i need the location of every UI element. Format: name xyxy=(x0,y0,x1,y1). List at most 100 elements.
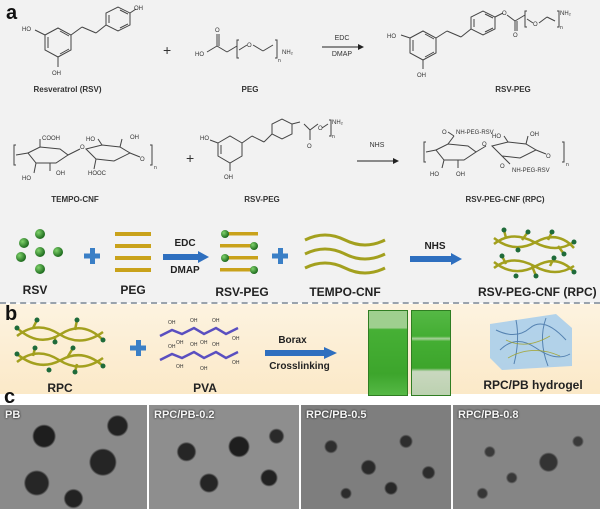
svg-text:OH: OH xyxy=(190,342,198,348)
tempo-cnf-label: TEMPO-CNF xyxy=(51,195,99,204)
svg-text:OH: OH xyxy=(130,135,139,141)
schematic-dmap-label: DMAP xyxy=(170,265,200,276)
rsv-peg-structure: HO OH O O O n NH₂ xyxy=(387,10,572,79)
svg-text:OH: OH xyxy=(52,71,61,77)
vial-photo-right xyxy=(411,310,451,396)
panel-label-b: b xyxy=(5,303,18,325)
svg-text:OH: OH xyxy=(212,342,220,348)
rsv-peg-label: RSV-PEG xyxy=(495,85,531,94)
svg-text:O: O xyxy=(513,33,518,39)
svg-text:NH-PEG-RSV: NH-PEG-RSV xyxy=(512,168,550,174)
schematic-nhs-label: NHS xyxy=(424,241,446,252)
svg-text:OH: OH xyxy=(176,364,184,370)
svg-text:OH: OH xyxy=(134,6,143,12)
schematic-rpc-label: RSV-PEG-CNF (RPC) xyxy=(478,285,597,299)
svg-text:OH: OH xyxy=(190,318,198,324)
svg-text:COOH: COOH xyxy=(42,136,60,142)
svg-text:OH: OH xyxy=(530,132,539,138)
sem-label-rpc-pb-08: RPC/PB-0.8 xyxy=(458,409,519,421)
dmap-label: DMAP xyxy=(331,51,353,58)
svg-text:O: O xyxy=(533,22,538,28)
schematic-rsv-peg-label: RSV-PEG xyxy=(215,285,269,299)
rpc-label: RSV-PEG-CNF (RPC) xyxy=(465,195,545,204)
svg-text:HO: HO xyxy=(22,27,31,33)
svg-text:HO: HO xyxy=(22,176,31,182)
peg-structure: HO O O n NH₂ xyxy=(195,28,294,64)
svg-text:HO: HO xyxy=(430,172,439,178)
schematic-arrow-2 xyxy=(410,253,462,265)
hydrogel-label: RPC/PB hydrogel xyxy=(483,378,583,392)
plus-sign: + xyxy=(186,150,195,166)
rpc-structure: O NH-PEG-RSV HO OH O HO OH O NH-PEG-RSV … xyxy=(423,130,569,178)
svg-text:O: O xyxy=(442,130,447,136)
crosslinking-arrow xyxy=(265,347,337,359)
tempo-cnf-fibers-icon xyxy=(304,233,386,275)
nhs-label: NHS xyxy=(369,142,385,149)
schematic-peg-label: PEG xyxy=(120,283,146,297)
svg-text:O: O xyxy=(140,157,145,163)
svg-text:O: O xyxy=(500,164,505,170)
svg-text:n: n xyxy=(332,134,335,140)
schematic-rsv-label: RSV xyxy=(22,283,48,297)
svg-text:NH₂: NH₂ xyxy=(332,120,344,126)
rpc-network-icon-b xyxy=(14,317,106,375)
svg-text:n: n xyxy=(566,162,569,168)
svg-text:n: n xyxy=(154,165,157,171)
svg-text:O: O xyxy=(502,11,507,17)
reaction-arrow-2 xyxy=(357,158,399,164)
svg-text:n: n xyxy=(560,25,563,31)
svg-text:OH: OH xyxy=(417,73,426,79)
plus-icon xyxy=(84,248,100,264)
svg-text:O: O xyxy=(247,43,252,49)
plus-sign: + xyxy=(163,42,172,58)
rsv-molecules-icon xyxy=(16,229,63,274)
svg-text:OH: OH xyxy=(224,175,233,181)
schematic-arrow-1 xyxy=(163,251,209,263)
resveratrol-label: Resveratrol (RSV) xyxy=(33,85,102,94)
rsv-peg-icon xyxy=(220,230,258,274)
schematic-tempo-cnf-label: TEMPO-CNF xyxy=(309,285,381,299)
sem-label-rpc-pb-05: RPC/PB-0.5 xyxy=(306,409,367,421)
svg-text:HOOC: HOOC xyxy=(88,171,107,177)
pva-chains-icon: OH OH OH OH OH OH OH OH OH OH OH OH xyxy=(159,318,240,372)
svg-text:NH-PEG-RSV: NH-PEG-RSV xyxy=(456,130,494,136)
plus-icon xyxy=(272,248,288,264)
svg-text:OH: OH xyxy=(168,320,176,326)
svg-text:O: O xyxy=(307,144,312,150)
svg-text:O: O xyxy=(80,145,85,151)
panel-divider xyxy=(0,302,600,304)
svg-text:OH: OH xyxy=(232,336,240,342)
sem-image-pb: PB xyxy=(0,405,147,509)
schematic-edc-label: EDC xyxy=(174,238,196,249)
panel-a-background xyxy=(0,0,600,303)
sem-image-rpc-pb-05: RPC/PB-0.5 xyxy=(301,405,451,509)
svg-text:HO: HO xyxy=(200,136,209,142)
rsv-peg-structure-2: HO OH O O n NH₂ xyxy=(200,118,344,181)
sem-label-rpc-pb-02: RPC/PB-0.2 xyxy=(154,409,215,421)
peg-label: PEG xyxy=(241,85,259,94)
svg-text:HO: HO xyxy=(195,52,204,58)
panel-label-c: c xyxy=(4,386,16,408)
rpc-network-icon xyxy=(493,227,577,279)
borax-label: Borax xyxy=(278,335,307,346)
svg-text:OH: OH xyxy=(212,318,220,324)
rpc-label-b: RPC xyxy=(47,381,73,395)
svg-text:O: O xyxy=(215,28,220,34)
svg-text:O: O xyxy=(546,154,551,160)
sem-label-pb: PB xyxy=(5,409,21,421)
tempo-cnf-structure: COOH HO OH O HO OH HOOC O n xyxy=(13,135,157,182)
svg-text:n: n xyxy=(278,58,281,64)
plus-icon xyxy=(130,340,146,356)
reaction-arrow-1 xyxy=(322,44,364,50)
svg-text:NH₂: NH₂ xyxy=(282,50,294,56)
vial-photo-left xyxy=(368,310,408,396)
crosslinking-label: Crosslinking xyxy=(269,361,330,372)
edc-label: EDC xyxy=(334,35,350,42)
rsv-peg-label-2: RSV-PEG xyxy=(244,195,280,204)
panel-label-a: a xyxy=(6,2,18,24)
svg-text:OH: OH xyxy=(56,171,65,177)
svg-text:OH: OH xyxy=(200,340,208,346)
svg-text:OH: OH xyxy=(456,172,465,178)
svg-text:OH: OH xyxy=(168,344,176,350)
svg-text:OH: OH xyxy=(232,360,240,366)
